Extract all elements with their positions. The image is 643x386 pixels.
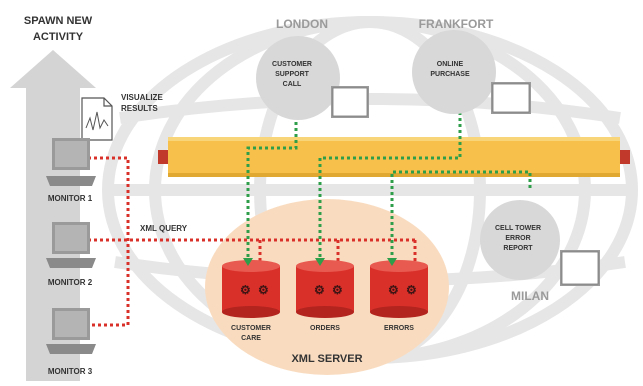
database-errors-label: ERRORS	[384, 325, 414, 332]
svg-text:⚙: ⚙	[314, 283, 325, 297]
online-purchase-line2: PURCHASE	[430, 71, 470, 78]
database-errors: ⚙ ⚙	[370, 260, 428, 318]
monitor-2	[46, 222, 96, 268]
message-bus	[158, 137, 630, 177]
database-orders-label: ORDERS	[310, 325, 340, 332]
frankfort-screen-icon	[491, 82, 531, 114]
monitor-2-label: MONITOR 2	[48, 278, 93, 287]
city-frankfort: FRANKFORT	[419, 17, 494, 31]
customer-support-bubble	[256, 36, 340, 120]
svg-text:⚙: ⚙	[388, 283, 399, 297]
milan-screen-icon	[560, 250, 600, 286]
monitor-1	[46, 138, 96, 186]
spawn-arrow	[10, 50, 96, 381]
svg-text:⚙: ⚙	[240, 283, 251, 297]
customer-support-line3: CALL	[283, 81, 302, 88]
title-line2: ACTIVITY	[33, 31, 84, 43]
svg-text:⚙: ⚙	[406, 283, 417, 297]
visualize-line1: VISUALIZE	[121, 93, 163, 102]
query-links	[88, 156, 417, 327]
cell-tower-line1: CELL TOWER	[495, 225, 541, 232]
cell-tower-bubble	[480, 200, 560, 280]
monitor-1-label: MONITOR 1	[48, 194, 93, 203]
xml-server-label: XML SERVER	[291, 353, 362, 365]
cell-tower-line2: ERROR	[505, 235, 530, 242]
london-screen-icon	[331, 86, 369, 118]
customer-support-line1: CUSTOMER	[272, 61, 312, 68]
online-purchase-line1: ONLINE	[437, 61, 464, 68]
svg-text:⚙: ⚙	[258, 283, 269, 297]
database-customer-care-line1: CUSTOMER	[231, 325, 271, 332]
cell-tower-line3: REPORT	[503, 245, 533, 252]
xml-query-label: XML QUERY	[140, 224, 188, 233]
link-arrowhead-2	[315, 258, 325, 266]
data-links	[246, 106, 532, 262]
monitor-3	[46, 308, 96, 354]
city-milan: MILAN	[511, 289, 549, 303]
database-customer-care: ⚙ ⚙	[222, 260, 280, 318]
database-orders: ⚙ ⚙	[296, 260, 354, 318]
online-purchase-bubble	[412, 30, 496, 114]
visualize-line2: RESULTS	[121, 104, 158, 113]
title-line1: SPAWN NEW	[24, 15, 93, 27]
city-london: LONDON	[276, 17, 328, 31]
monitor-3-label: MONITOR 3	[48, 367, 93, 376]
database-customer-care-line2: CARE	[241, 335, 261, 342]
svg-text:⚙: ⚙	[332, 283, 343, 297]
link-arrowhead-3	[387, 258, 397, 266]
customer-support-line2: SUPPORT	[275, 71, 310, 78]
document-icon	[81, 97, 113, 141]
link-arrowhead-1	[243, 258, 253, 266]
